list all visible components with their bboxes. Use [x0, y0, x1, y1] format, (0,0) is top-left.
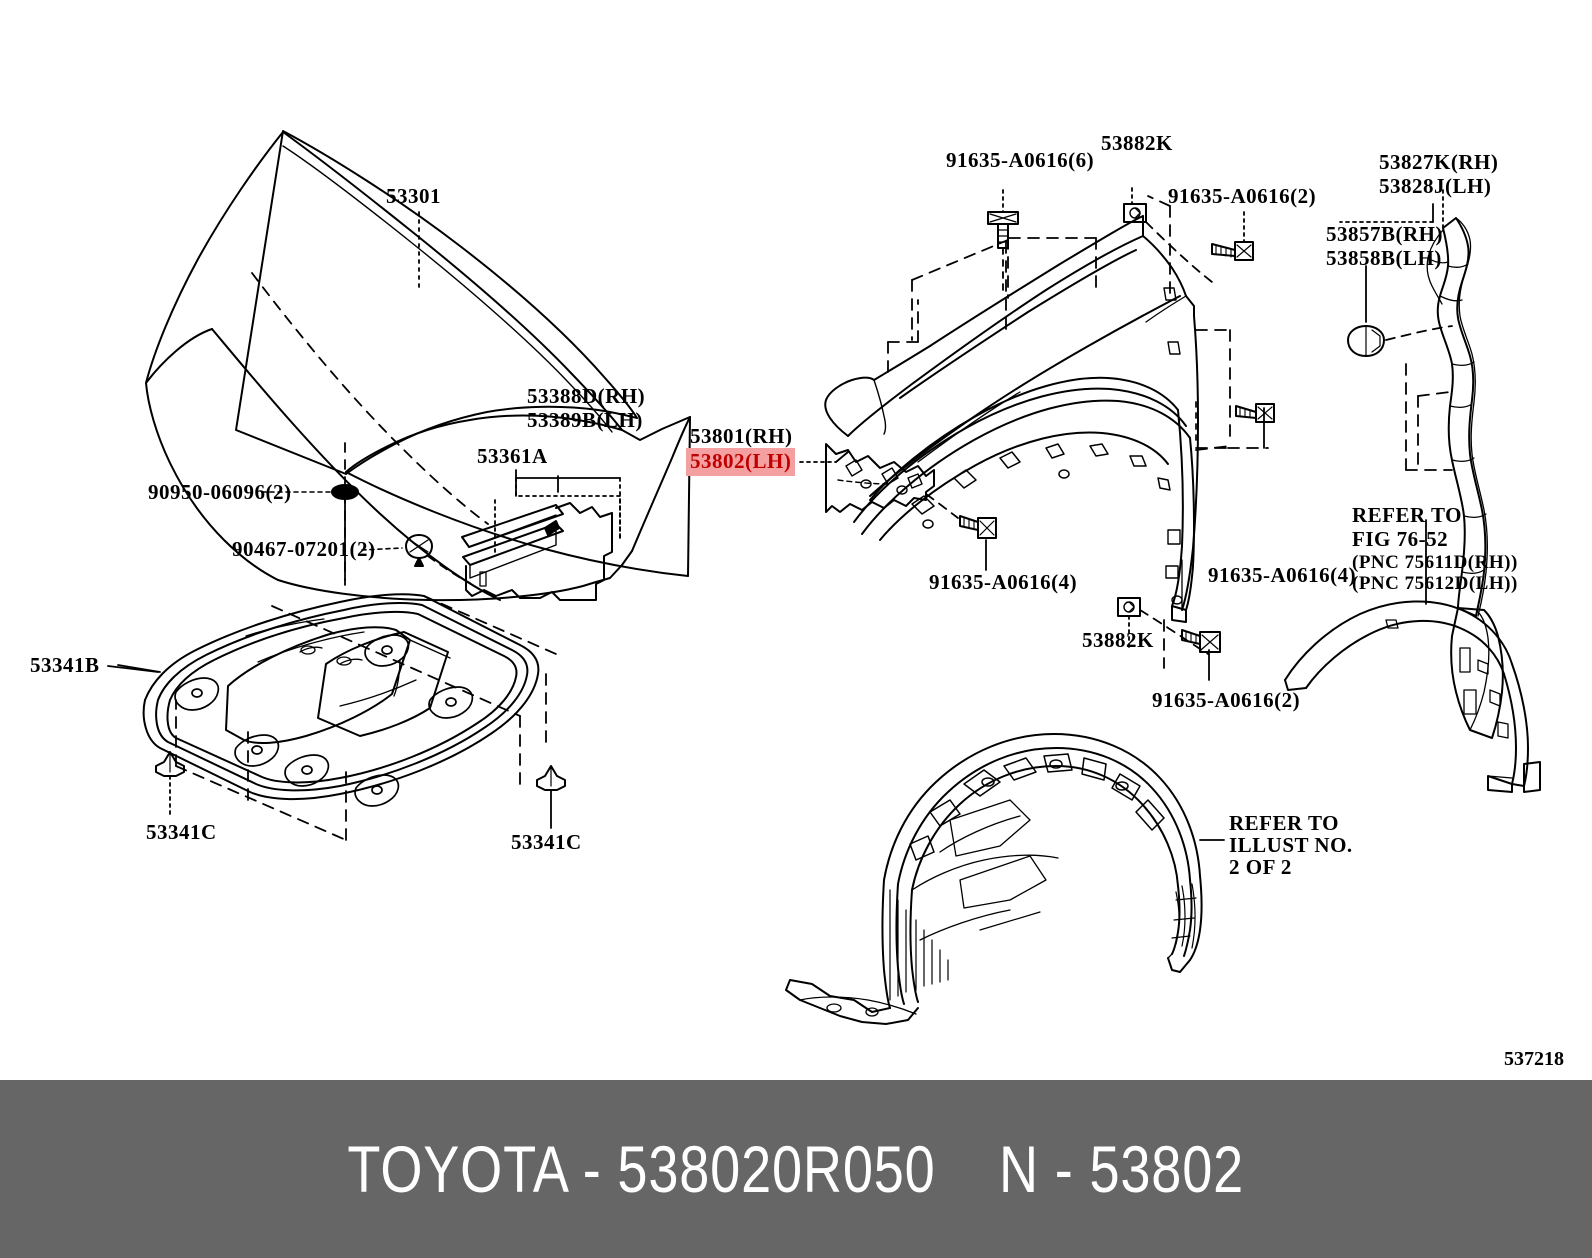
label-bolt-top-6: 91635-A0616(6): [946, 148, 1095, 172]
label-bolt-top-right-2: 91635-A0616(2): [1168, 184, 1317, 208]
wheel-arch-molding-art: [1284, 519, 1541, 793]
diagram-linework: [107, 130, 1541, 1025]
bolt-right-4-art: [1235, 403, 1275, 449]
insulator-clip-left-art: [155, 751, 185, 819]
retainer-clip-art: [1347, 265, 1453, 357]
label-hood-insulator: 53341B: [30, 653, 100, 677]
label-retainer-rh: 53857B(RH): [1326, 222, 1443, 246]
bolt-left-4-art: [925, 493, 997, 571]
clip-top-art: [1123, 187, 1213, 283]
footer-part-number: TOYOTA - 538020R050 N - 53802: [347, 1132, 1245, 1206]
footer-banner: TOYOTA - 538020R050 N - 53802: [0, 1080, 1592, 1258]
label-cowl-seal-rh: 53388D(RH): [527, 384, 646, 408]
clip-bottom-art: [1117, 597, 1209, 655]
diagram-artboard: [107, 130, 1541, 1025]
fender-liner-art: [785, 733, 1225, 1025]
label-cowl-seal-lh: 53389B(LH): [527, 408, 643, 432]
label-clip-top: 53882K: [1101, 131, 1173, 155]
label-insulator-clip-left: 53341C: [146, 820, 217, 844]
label-hood-seal-clip: 90950-06096(2): [148, 480, 292, 504]
cowl-seal-art: [461, 502, 613, 601]
bolt-bottom-2-art: [1181, 629, 1221, 681]
label-insulator-clip-right: 53341C: [511, 830, 582, 854]
bolt-top-6-art: [987, 189, 1019, 291]
label-bolt-left-4: 91635-A0616(4): [929, 570, 1078, 594]
hood-insulator-art: [142, 593, 557, 841]
label-hood-bumper: 90467-07201(2): [232, 537, 376, 561]
refer-illust-line-1: REFER TO: [1229, 811, 1340, 835]
refer-fig-line-4: (PNC 75612D(LH)): [1352, 573, 1518, 594]
label-bolt-right-4: 91635-A0616(4): [1208, 563, 1357, 587]
diagram-number: 537218: [1504, 1048, 1564, 1070]
refer-fig-line-3: (PNC 75611D(RH)): [1352, 552, 1518, 573]
bolt-top-right-2-art: [1211, 211, 1254, 261]
label-clip-bottom: 53882K: [1082, 628, 1154, 652]
label-bolt-bottom-2: 91635-A0616(2): [1152, 688, 1301, 712]
insulator-clip-right-art: [536, 765, 566, 829]
label-hood: 53301: [386, 184, 441, 208]
refer-fig-line-2: FIG 76-52: [1352, 527, 1449, 551]
label-hood-to-cowl-seal: 53361A: [477, 444, 548, 468]
label-fender-lh-selected[interactable]: 53802(LH): [686, 448, 796, 476]
label-apron-seal-lh: 53828J(LH): [1379, 174, 1492, 198]
refer-illust-line-3: 2 OF 2: [1229, 855, 1292, 879]
fender-panel-art: [824, 215, 1199, 623]
label-retainer-lh: 53858B(LH): [1326, 246, 1442, 270]
apron-seal-art: [1426, 189, 1504, 739]
label-fender-rh: 53801(RH): [690, 424, 793, 448]
refer-fig-line-1: REFER TO: [1352, 503, 1463, 527]
label-apron-seal-rh: 53827K(RH): [1379, 150, 1499, 174]
refer-illust-line-2: ILLUST NO.: [1229, 833, 1353, 857]
hood-bumper-clip-art: [361, 534, 471, 584]
